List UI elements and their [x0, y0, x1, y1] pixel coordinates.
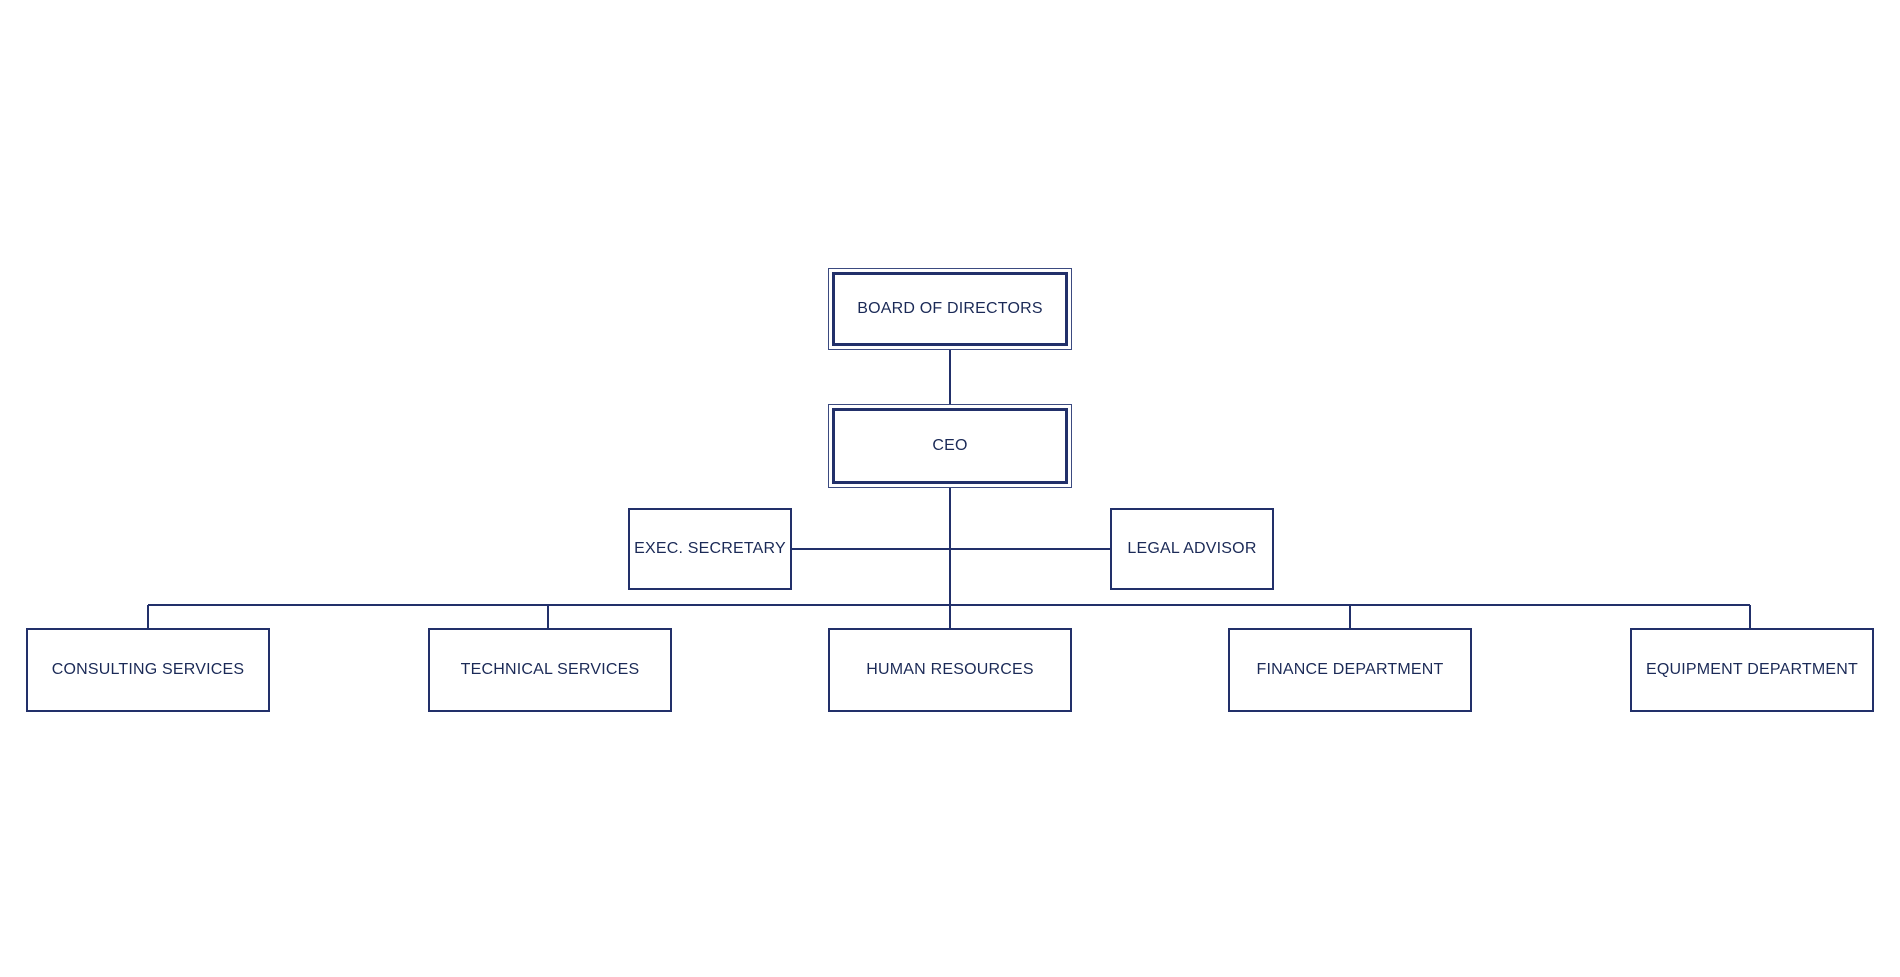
node-label: EXEC. SECRETARY	[634, 540, 786, 557]
node-label: EQUIPMENT DEPARTMENT	[1645, 661, 1859, 678]
node-finance-department[interactable]: FINANCE DEPARTMENT	[1228, 628, 1472, 712]
node-label: TECHNICAL SERVICES	[460, 661, 640, 678]
node-consulting-services[interactable]: CONSULTING SERVICES	[26, 628, 270, 712]
node-label: CEO	[932, 437, 968, 454]
node-label: CONSULTING SERVICES	[51, 661, 245, 678]
node-human-resources[interactable]: HUMAN RESOURCES	[828, 628, 1072, 712]
node-label: LEGAL ADVISOR	[1127, 540, 1257, 557]
node-equipment-department[interactable]: EQUIPMENT DEPARTMENT	[1630, 628, 1874, 712]
node-label: HUMAN RESOURCES	[866, 661, 1034, 678]
node-ceo[interactable]: CEO	[828, 404, 1072, 488]
node-label: BOARD OF DIRECTORS	[857, 300, 1043, 317]
node-legal-advisor[interactable]: LEGAL ADVISOR	[1110, 508, 1274, 590]
node-label: FINANCE DEPARTMENT	[1256, 661, 1444, 678]
node-board-of-directors[interactable]: BOARD OF DIRECTORS	[828, 268, 1072, 350]
node-technical-services[interactable]: TECHNICAL SERVICES	[428, 628, 672, 712]
node-exec-secretary[interactable]: EXEC. SECRETARY	[628, 508, 792, 590]
